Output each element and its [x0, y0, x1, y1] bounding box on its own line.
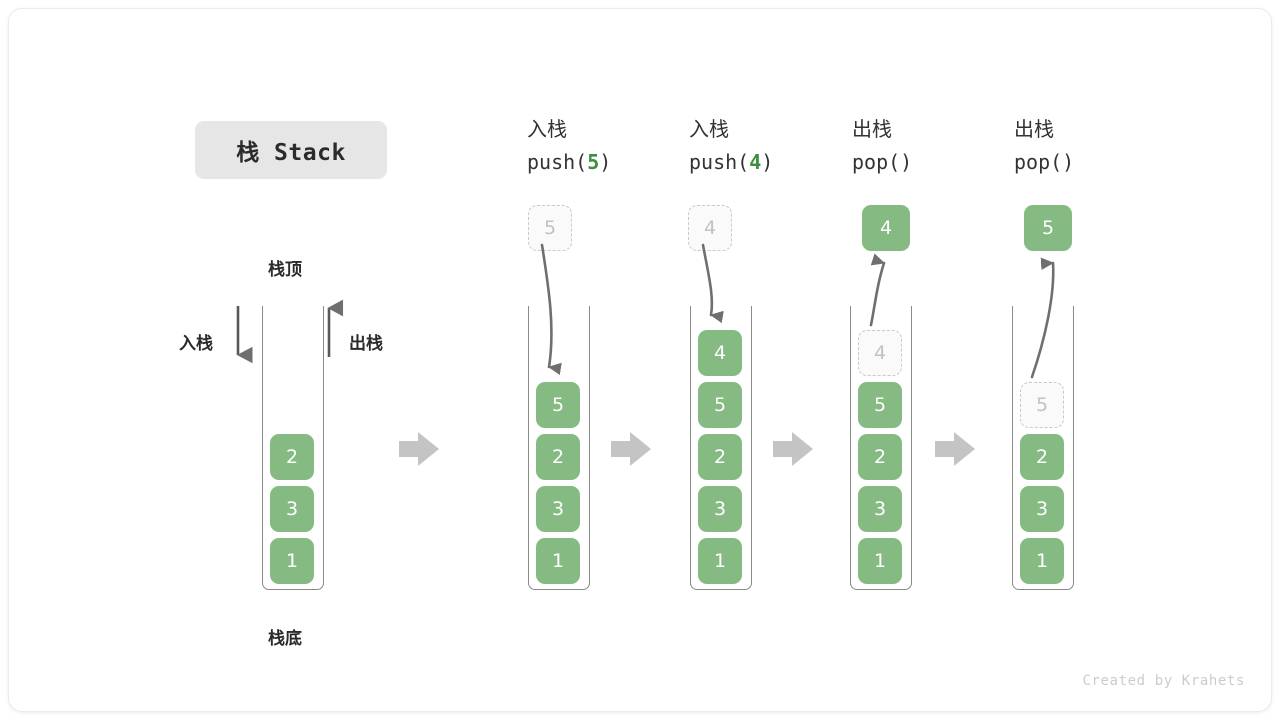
- step-header-push-5: 入栈 push(5): [527, 113, 611, 179]
- stack-cell: 3: [858, 486, 902, 532]
- stage-separator-arrow: [399, 432, 439, 466]
- op-suffix: ): [761, 150, 774, 174]
- push-arrow-4: [701, 243, 724, 324]
- popped-value-cell: 5: [1024, 205, 1072, 251]
- step-op-cn: 出栈: [852, 117, 892, 141]
- push-direction-label: 入栈: [179, 334, 213, 354]
- stack-cell: 1: [270, 538, 314, 584]
- step-header-push-4: 入栈 push(4): [689, 113, 773, 179]
- ghost-top-cell: 5: [1020, 382, 1064, 428]
- stack-container-initial: [262, 306, 324, 590]
- stack-container-pop-4: [850, 306, 912, 590]
- stack-cell: 4: [698, 330, 742, 376]
- stack-cell: 1: [698, 538, 742, 584]
- stack-container-push-4: [690, 306, 752, 590]
- stack-cell: 1: [1020, 538, 1064, 584]
- op-arg: 4: [749, 150, 762, 174]
- stage-separator-arrow: [935, 432, 975, 466]
- stack-cell: 1: [536, 538, 580, 584]
- stack-container-push-5: [528, 306, 590, 590]
- stack-cell: 5: [698, 382, 742, 428]
- step-op-cn: 入栈: [527, 117, 567, 141]
- pop-direction-label: 出栈: [349, 334, 383, 354]
- ghost-top-cell: 4: [858, 330, 902, 376]
- stage-separator-arrow: [773, 432, 813, 466]
- step-op-code: push(4): [689, 146, 773, 179]
- stage-separator-arrow: [611, 432, 651, 466]
- popped-value-cell: 4: [862, 205, 910, 251]
- step-op-cn: 出栈: [1014, 117, 1054, 141]
- title-badge: 栈 Stack: [195, 121, 387, 179]
- stack-cell: 5: [858, 382, 902, 428]
- stack-cell: 3: [536, 486, 580, 532]
- stack-cell: 2: [698, 434, 742, 480]
- step-op-cn: 入栈: [689, 117, 729, 141]
- op-prefix: push(: [527, 150, 588, 174]
- op-prefix: push(: [689, 150, 750, 174]
- stack-cell: 2: [1020, 434, 1064, 480]
- op-prefix: pop(: [1014, 150, 1063, 174]
- step-op-code: push(5): [527, 146, 611, 179]
- incoming-ghost-cell: 5: [528, 205, 572, 251]
- stack-bottom-label: 栈底: [268, 629, 302, 649]
- credit-watermark: Created by Krahets: [1082, 673, 1245, 689]
- stack-cell: 1: [858, 538, 902, 584]
- arrows-overlay: [236, 243, 1055, 466]
- op-arg: 5: [587, 150, 600, 174]
- step-op-code: pop(): [852, 146, 912, 179]
- diagram-card: 栈 Stack 栈顶 栈底 入栈 出栈 2 3 1 入栈 push(5) 5 5…: [8, 8, 1272, 712]
- op-suffix: ): [1062, 150, 1075, 174]
- stack-cell: 2: [536, 434, 580, 480]
- stack-cell: 3: [270, 486, 314, 532]
- op-suffix: ): [900, 150, 913, 174]
- step-header-pop-4: 出栈 pop(): [852, 113, 912, 179]
- incoming-ghost-cell: 4: [688, 205, 732, 251]
- stack-cell: 3: [1020, 486, 1064, 532]
- step-op-code: pop(): [1014, 146, 1074, 179]
- step-header-pop-5: 出栈 pop(): [1014, 113, 1074, 179]
- op-suffix: ): [599, 150, 612, 174]
- op-prefix: pop(: [852, 150, 901, 174]
- stack-cell: 2: [858, 434, 902, 480]
- stack-cell: 5: [536, 382, 580, 428]
- stack-top-label: 栈顶: [268, 260, 302, 280]
- stack-cell: 2: [270, 434, 314, 480]
- stack-container-pop-5: [1012, 306, 1074, 590]
- stack-cell: 3: [698, 486, 742, 532]
